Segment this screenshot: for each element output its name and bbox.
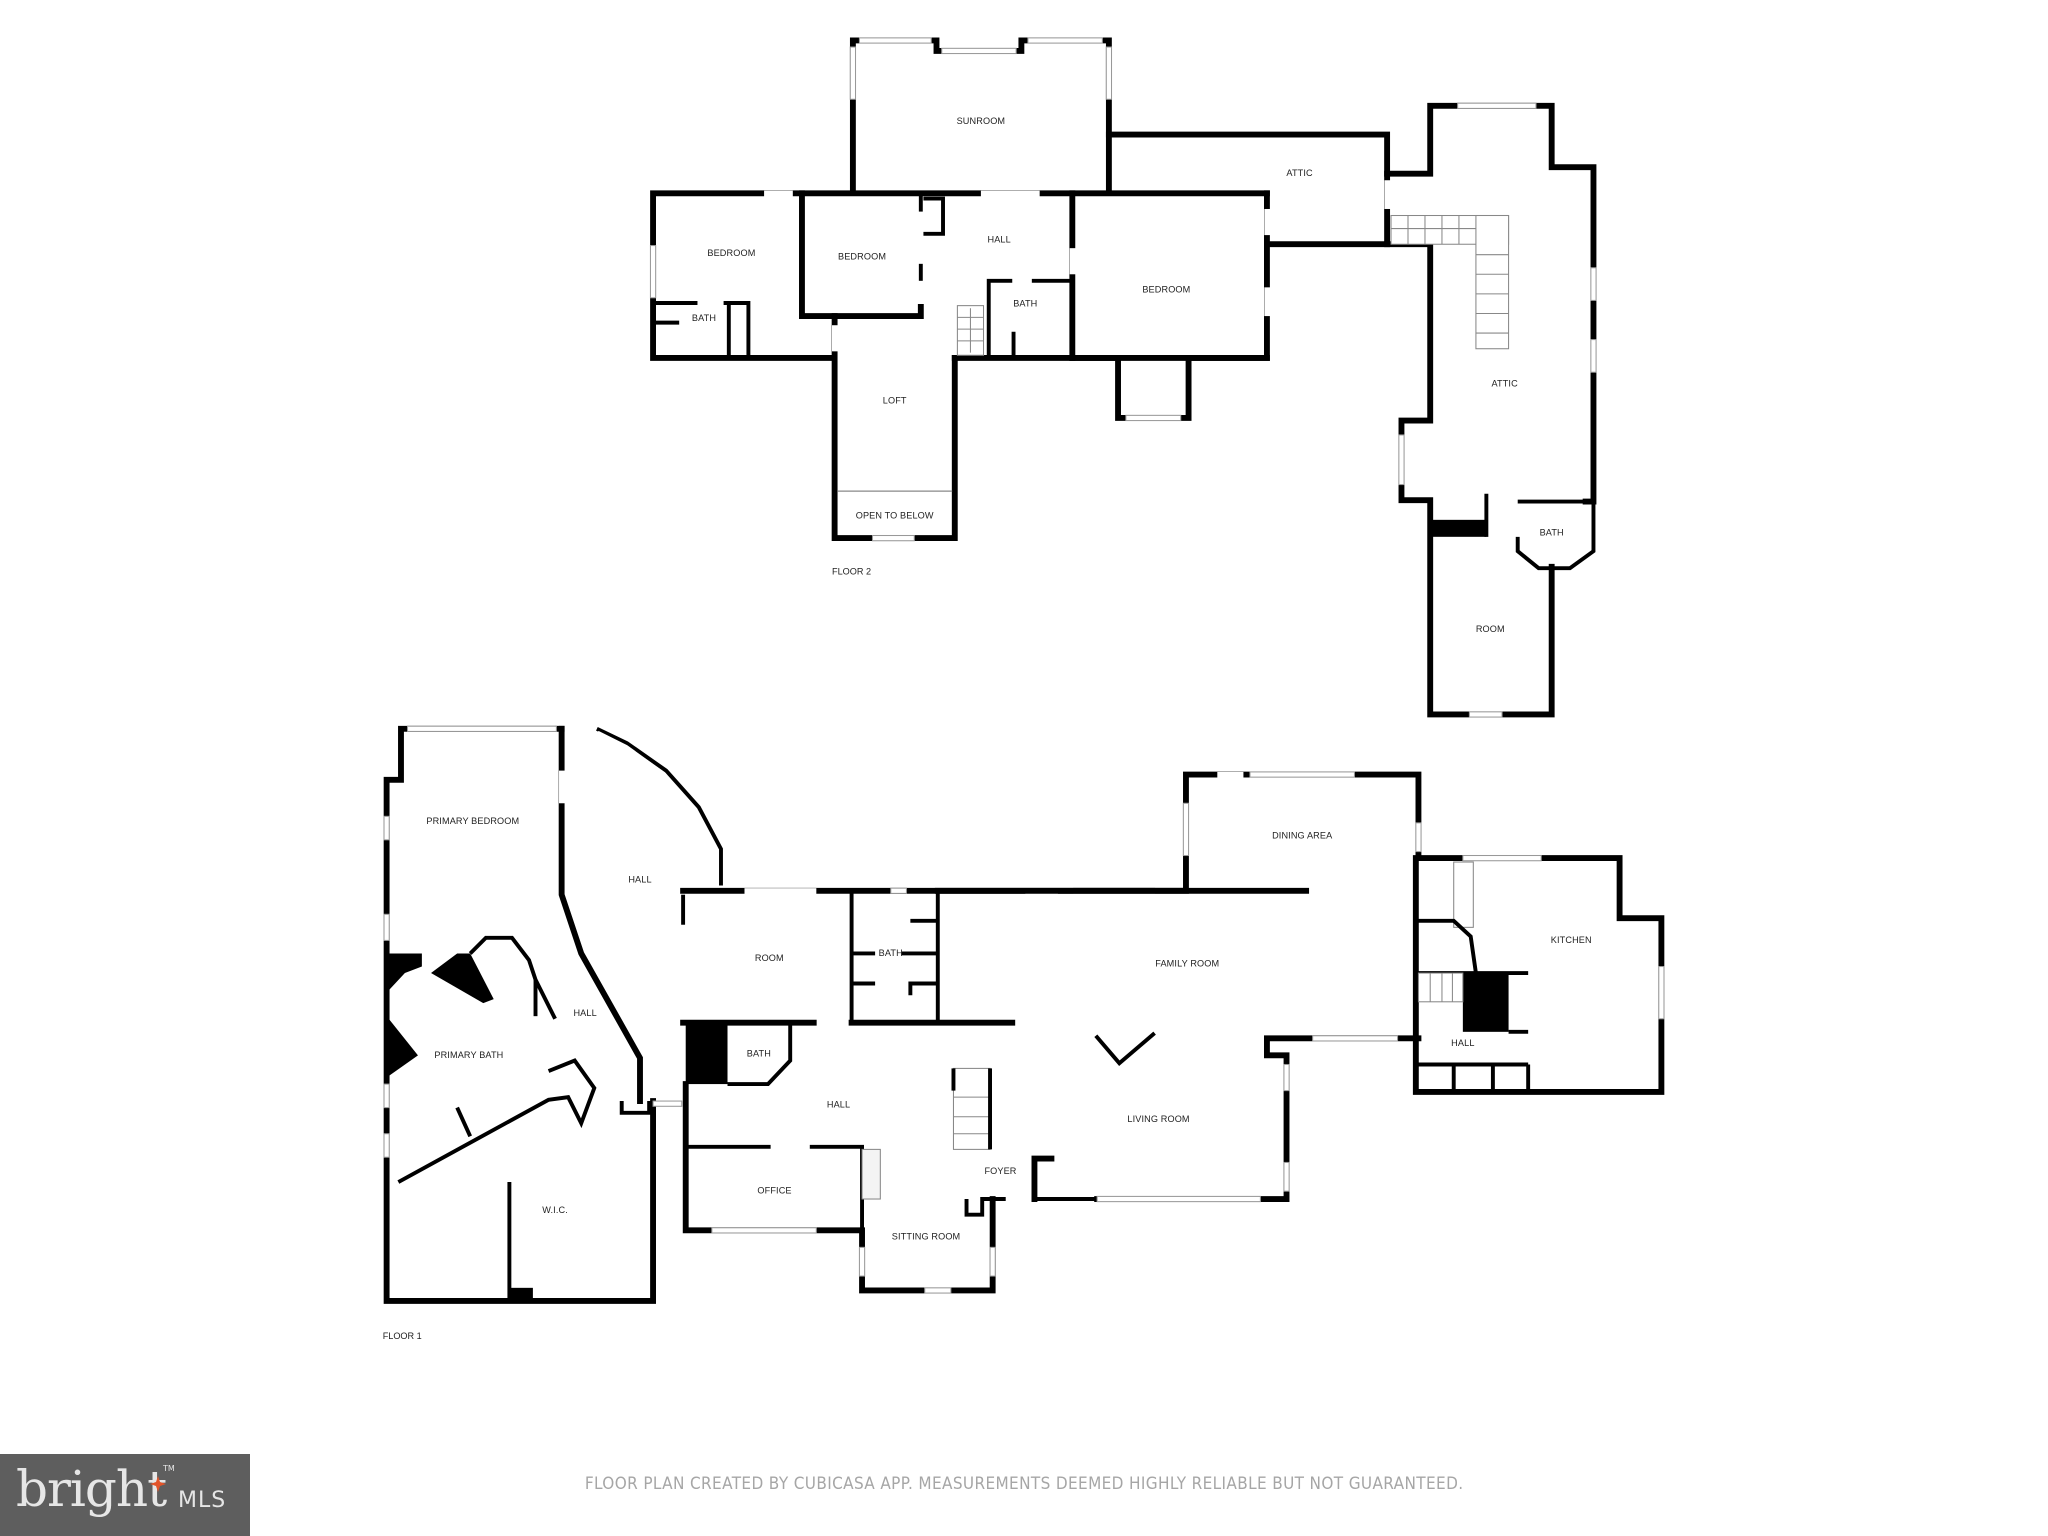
floor-1-label: FLOOR 1 <box>383 1331 422 1341</box>
logo-trademark: TM <box>163 1464 175 1473</box>
stairs-icon <box>1390 214 1510 350</box>
logo-mls: MLS <box>178 1488 227 1513</box>
disclaimer-text: FLOOR PLAN CREATED BY CUBICASA APP. MEAS… <box>0 1474 2048 1494</box>
room-label-sitting-room: SITTING ROOM <box>892 1231 960 1241</box>
room-label-open-to-below: OPEN TO BELOW <box>856 510 934 520</box>
stairs-icon <box>956 305 985 356</box>
room-label-loft: LOFT <box>883 395 907 405</box>
room-label-bath: BATH <box>747 1048 771 1058</box>
room-label-room: ROOM <box>755 953 784 963</box>
room-label-primary-bath: PRIMARY BATH <box>434 1050 503 1060</box>
room-label-foyer: FOYER <box>984 1166 1016 1176</box>
room-label-living-room: LIVING ROOM <box>1127 1114 1189 1124</box>
floor-1-plan: PRIMARY BEDROOM HALL HALL PRIMARY BATH W… <box>383 725 1665 1341</box>
room-label-bedroom: BEDROOM <box>1142 284 1190 294</box>
room-label-hall: HALL <box>827 1099 850 1109</box>
floor-2-label: FLOOR 2 <box>832 567 871 577</box>
room-label-bedroom: BEDROOM <box>707 248 755 258</box>
room-label-kitchen: KITCHEN <box>1551 935 1592 945</box>
room-label-hall: HALL <box>573 1008 596 1018</box>
room-label-sunroom: SUNROOM <box>957 116 1006 126</box>
room-label-hall: HALL <box>1451 1038 1474 1048</box>
floor-2-plan: SUNROOM ATTIC BEDROOM BATH BEDROOM HALL … <box>649 37 1597 718</box>
stairs-icon <box>951 1067 992 1150</box>
stairs-icon <box>1417 972 1464 1003</box>
logo-wordmark: bright <box>16 1460 167 1518</box>
room-label-wic: W.I.C. <box>542 1205 568 1215</box>
room-label-bath: BATH <box>1540 527 1564 537</box>
room-label-bath: BATH <box>879 948 903 958</box>
room-label-attic: ATTIC <box>1491 378 1518 388</box>
room-label-attic: ATTIC <box>1286 168 1313 178</box>
room-label-hall: HALL <box>628 875 651 885</box>
room-label-room: ROOM <box>1476 624 1505 634</box>
star-icon <box>150 1476 166 1492</box>
room-label-office: OFFICE <box>757 1186 791 1196</box>
room-label-hall: HALL <box>988 235 1011 245</box>
room-label-dining-area: DINING AREA <box>1272 830 1333 840</box>
bright-mls-logo: bright TM MLS <box>0 1454 250 1536</box>
room-label-primary-bedroom: PRIMARY BEDROOM <box>426 816 519 826</box>
room-label-bath: BATH <box>1013 299 1037 309</box>
room-label-family-room: FAMILY ROOM <box>1155 958 1219 968</box>
room-label-bedroom: BEDROOM <box>838 252 886 262</box>
disclaimer: FLOOR PLAN CREATED BY CUBICASA APP. MEAS… <box>584 1474 1464 1494</box>
room-label-bath: BATH <box>692 313 716 323</box>
